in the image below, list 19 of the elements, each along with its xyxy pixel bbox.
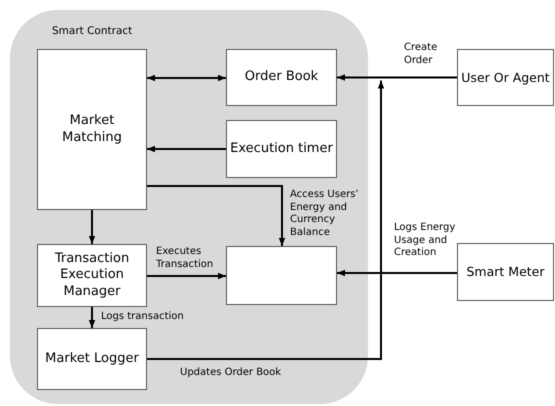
empty-box [226,246,337,305]
process-box: Market Logger [37,328,147,390]
group-container [10,10,368,404]
arrow [337,74,457,81]
arrow [88,210,96,244]
arrow [147,146,226,152]
arrow [147,74,226,82]
process-box: Transaction Execution Manager [37,244,147,307]
arrow [337,270,457,276]
arrow [147,185,286,246]
process-box: Execution timer [226,120,337,178]
arrow [147,272,226,280]
group-title: Smart Contract [52,25,132,37]
arrow [147,80,384,360]
process-box: Market Matching [37,49,147,210]
process-box: User Or Agent [457,49,554,106]
process-box: Smart Meter [457,243,554,301]
arrow [88,307,96,328]
process-box: Order Book [226,49,337,106]
